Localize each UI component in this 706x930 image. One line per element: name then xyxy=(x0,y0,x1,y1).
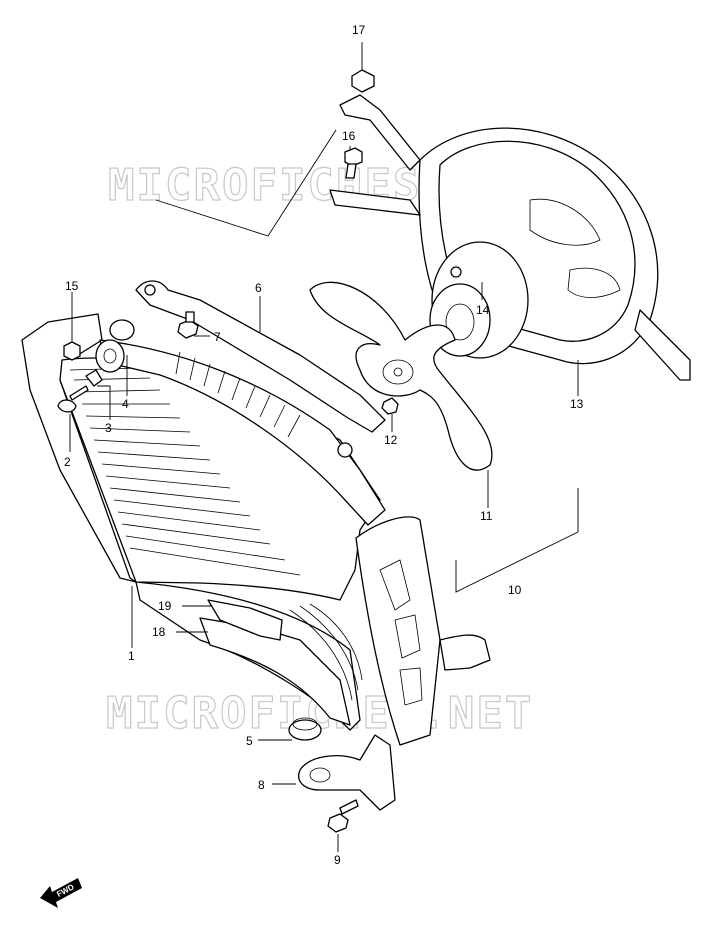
callout-9: 9 xyxy=(334,853,341,867)
callout-12: 12 xyxy=(384,433,398,447)
fasteners xyxy=(57,69,399,833)
callout-8: 8 xyxy=(258,778,265,792)
callout-4: 4 xyxy=(122,397,129,411)
callout-labels: 1 2 3 4 5 6 7 8 9 10 11 12 13 14 15 16 1… xyxy=(64,23,584,867)
callout-16: 16 xyxy=(342,129,356,143)
callout-10: 10 xyxy=(508,583,522,597)
callout-6: 6 xyxy=(255,281,262,295)
leader-lines xyxy=(69,42,579,852)
fwd-arrow-icon: FWD xyxy=(40,878,82,908)
callout-19: 19 xyxy=(158,599,172,613)
bracket-stay xyxy=(135,280,386,458)
callout-1: 1 xyxy=(128,649,135,663)
callout-11: 11 xyxy=(480,509,493,523)
callout-14: 14 xyxy=(476,303,490,317)
callout-15: 15 xyxy=(65,279,79,293)
lower-guard xyxy=(199,599,351,726)
callout-18: 18 xyxy=(152,625,166,639)
callout-2: 2 xyxy=(64,455,71,469)
fan-blade xyxy=(309,281,493,471)
callout-17: 17 xyxy=(352,23,366,37)
callout-5: 5 xyxy=(246,734,253,748)
callout-3: 3 xyxy=(105,421,112,435)
callout-7: 7 xyxy=(214,330,221,344)
callout-13: 13 xyxy=(570,397,584,411)
